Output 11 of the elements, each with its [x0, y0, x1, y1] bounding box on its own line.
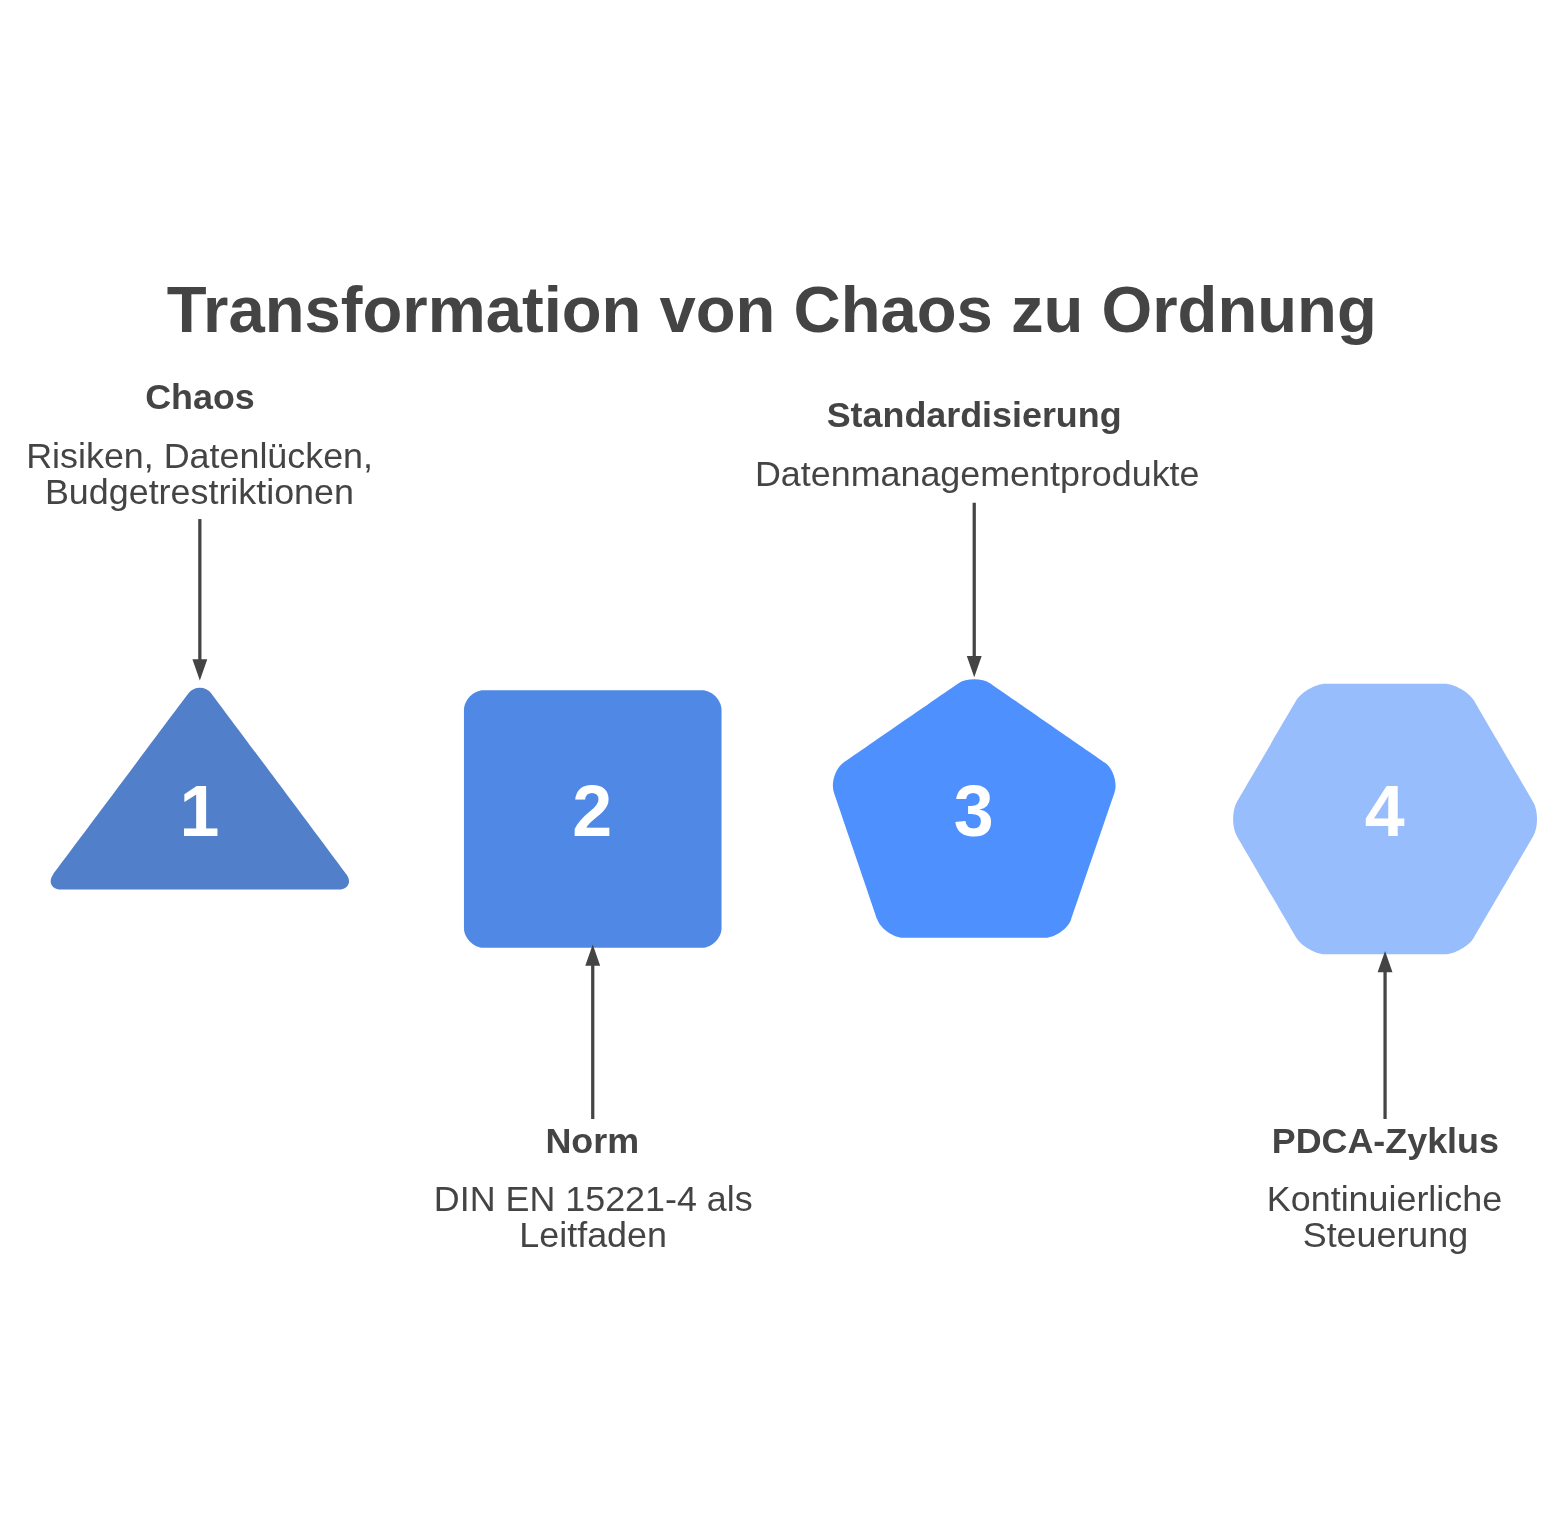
- node-text: Standardisierung Datenmanagementprodukte: [754, 394, 1200, 494]
- diagram-title: Transformation von Chaos zu Ordnung: [166, 272, 1377, 346]
- node-text: PDCA-Zyklus Kontinuierliche Steuerung: [1266, 1120, 1503, 1255]
- node-box: 2: [463, 689, 722, 948]
- node-ellipse: 4: [1233, 683, 1538, 954]
- node-text: Chaos Risiken, Datenlücken, Budgetrestriktionen: [26, 376, 374, 512]
- arrow: [966, 502, 982, 677]
- arrow: [1377, 950, 1393, 1119]
- arrow: [585, 944, 601, 1119]
- arrow: [192, 518, 208, 680]
- node-text: Norm DIN EN 15221-4 als Leitfaden: [433, 1120, 753, 1255]
